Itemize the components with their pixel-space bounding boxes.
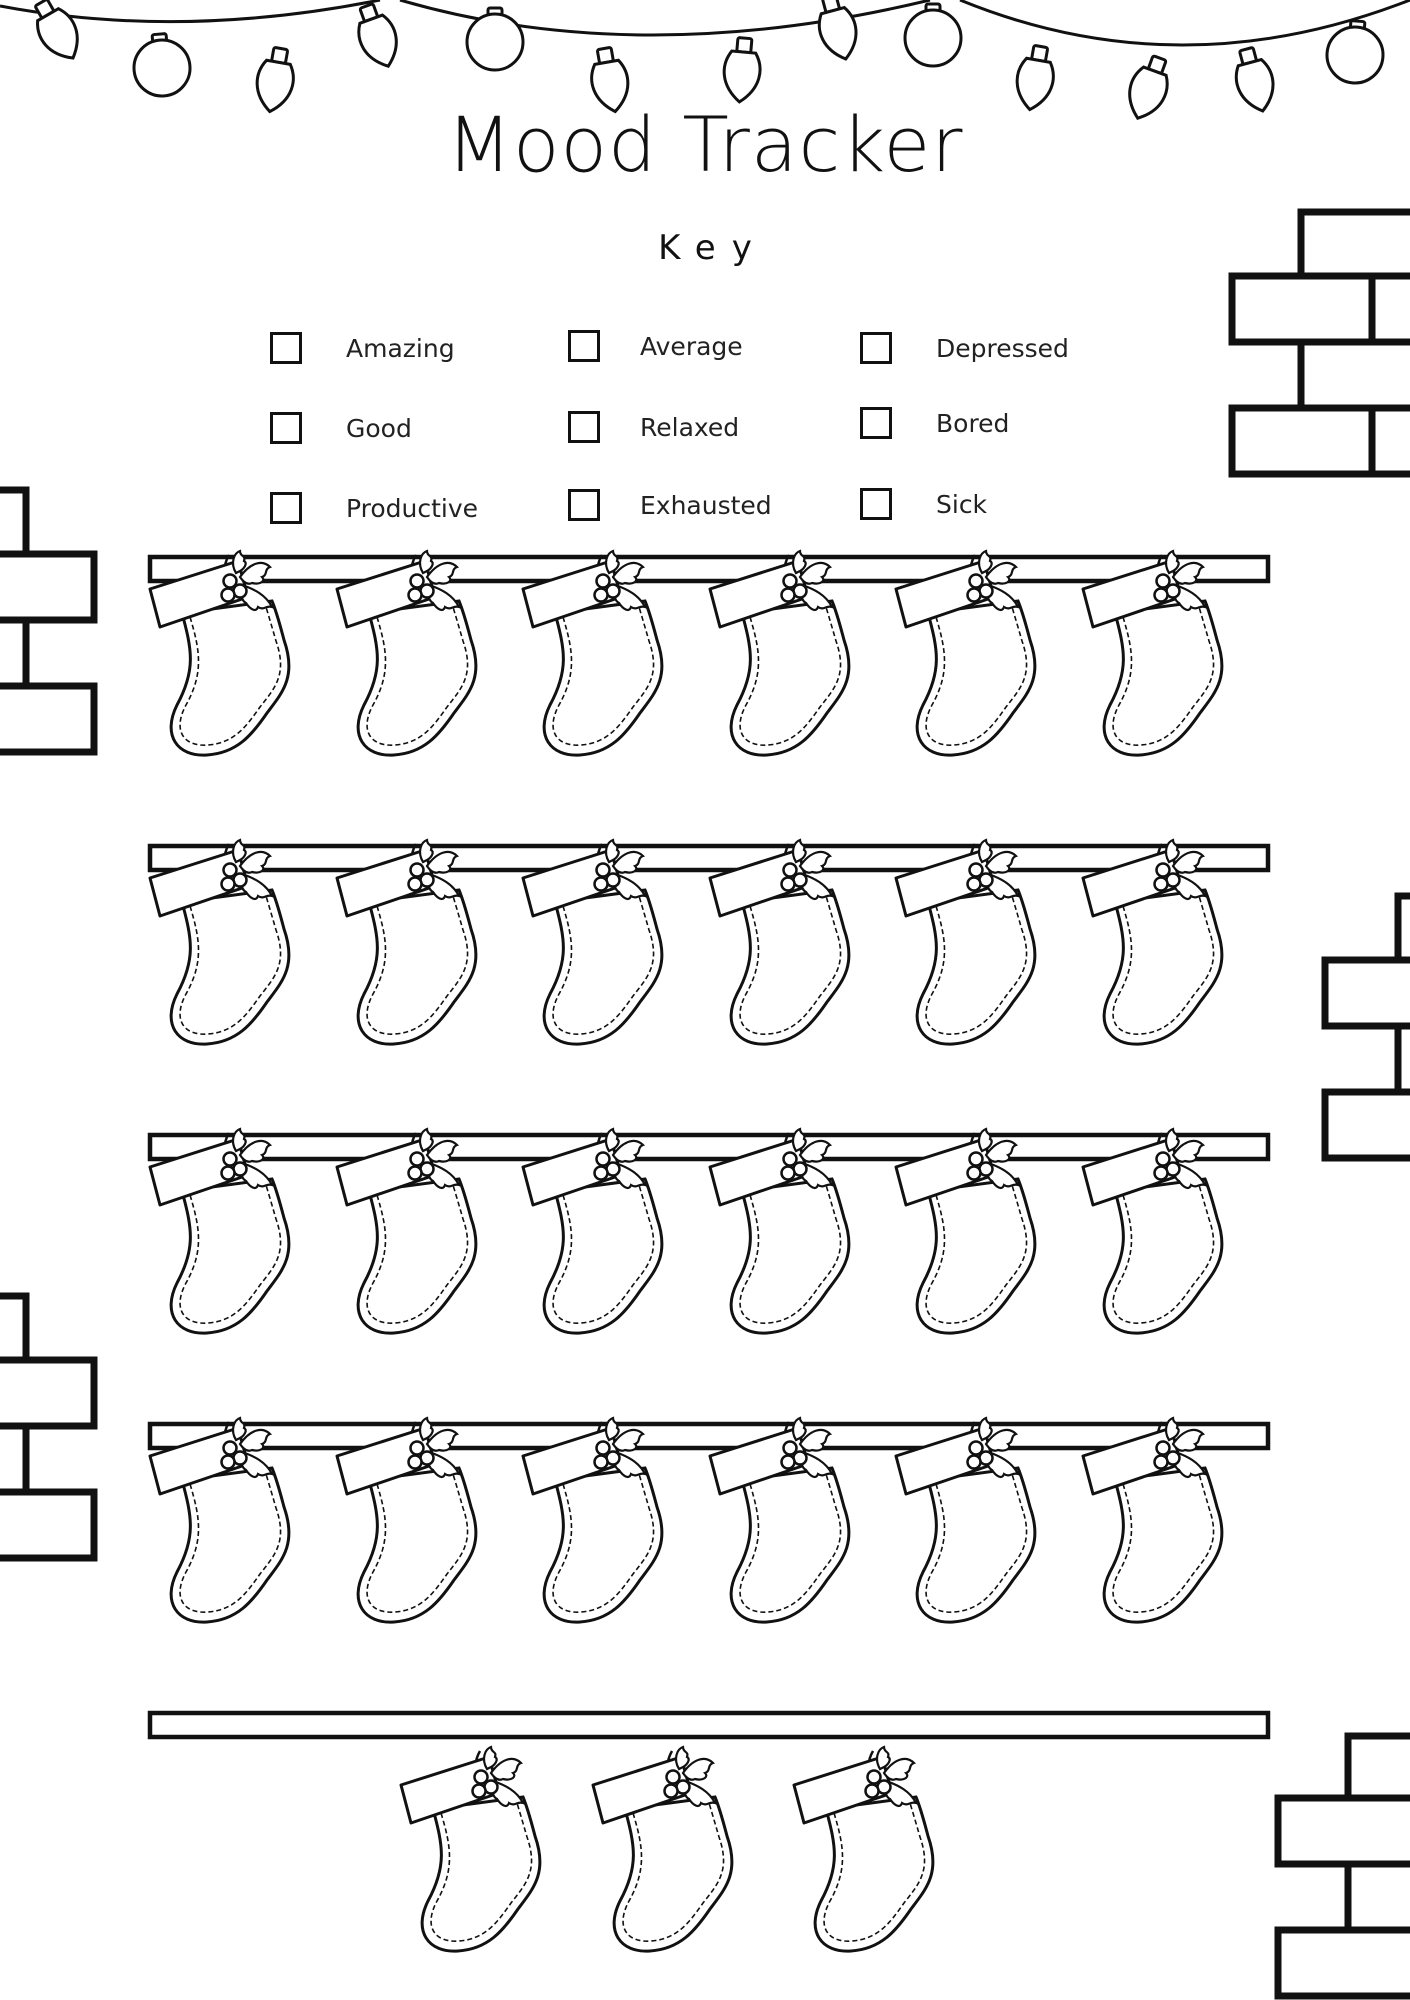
stocking-icon[interactable] [591,1745,734,1953]
checkbox-icon[interactable] [270,492,302,524]
light-bulb-icon [255,46,295,114]
stocking-icon[interactable] [708,1416,851,1624]
brick-wall-icon [0,486,98,756]
stocking-icon[interactable] [335,1416,478,1624]
stocking-icon[interactable] [1081,838,1224,1046]
stocking-icon[interactable] [335,1127,478,1335]
shelf-row [147,549,1271,757]
stocking-icon[interactable] [708,549,851,757]
stocking-icon[interactable] [335,838,478,1046]
stocking-icon[interactable] [708,838,851,1046]
key-item-exhausted[interactable]: Exhausted [568,485,772,525]
brick-wall-icon [1321,892,1410,1162]
stocking-icon[interactable] [792,1745,935,1953]
mantel-shelf [147,554,1271,584]
stocking-icon[interactable] [335,549,478,757]
key-item-average[interactable]: Average [568,326,743,366]
mantel-shelf [147,1710,1271,1740]
key-item-relaxed[interactable]: Relaxed [568,407,739,447]
stocking-icon[interactable] [894,549,1037,757]
light-bulb-icon [132,32,192,98]
key-item-sick[interactable]: Sick [860,484,987,524]
stocking-icon[interactable] [521,1127,664,1335]
light-bulb-icon [465,6,525,72]
stocking-icon[interactable] [1081,1127,1224,1335]
shelf-row [147,838,1271,1046]
stocking-icon[interactable] [708,1127,851,1335]
key-heading: Key [658,228,768,268]
checkbox-icon[interactable] [568,489,600,521]
stocking-icon[interactable] [148,549,291,757]
shelf-row [147,1127,1271,1335]
light-bulb-icon [1128,54,1169,120]
light-bulb-icon [590,46,630,114]
stocking-icon[interactable] [148,838,291,1046]
checkbox-icon[interactable] [860,407,892,439]
mantel-shelf [147,1421,1271,1451]
key-item-productive[interactable]: Productive [270,488,478,528]
light-bulb-icon [1015,44,1055,112]
light-bulb-icon [357,2,398,68]
stocking-icon[interactable] [148,1127,291,1335]
brick-wall-icon [1228,208,1410,478]
stocking-icon[interactable] [894,1416,1037,1624]
brick-wall-icon [1274,1732,1410,2000]
light-bulb-icon [34,0,79,60]
light-bulb-icon [722,36,762,104]
key-item-amazing[interactable]: Amazing [270,328,455,368]
stocking-icon[interactable] [894,1127,1037,1335]
stocking-icon[interactable] [894,838,1037,1046]
checkbox-icon[interactable] [270,412,302,444]
key-label: Average [640,331,743,361]
light-bulb-icon [817,0,858,61]
key-item-depressed[interactable]: Depressed [860,328,1069,368]
string-lights-icon [0,0,1410,120]
page-title: Mood Tracker [446,100,964,189]
key-item-good[interactable]: Good [270,408,412,448]
key-label: Amazing [346,333,455,363]
checkbox-icon[interactable] [270,332,302,364]
stocking-icon[interactable] [1081,549,1224,757]
stocking-icon[interactable] [521,838,664,1046]
shelf-row [147,1710,1271,1953]
key-label: Depressed [936,333,1069,363]
key-item-bored[interactable]: Bored [860,403,1009,443]
key-label: Exhausted [640,490,772,520]
key-label: Good [346,413,412,443]
stocking-icon[interactable] [521,1416,664,1624]
checkbox-icon[interactable] [568,411,600,443]
checkbox-icon[interactable] [860,488,892,520]
key-label: Sick [936,489,988,519]
stocking-icon[interactable] [399,1745,542,1953]
brick-wall-icon [0,1292,98,1562]
stocking-icon[interactable] [521,549,664,757]
light-bulb-icon [1325,19,1385,85]
stocking-icon[interactable] [1081,1416,1224,1624]
key-label: Relaxed [640,412,740,442]
shelf-row [147,1416,1271,1624]
key-label: Bored [936,408,1010,438]
checkbox-icon[interactable] [860,332,892,364]
mantel-shelf [147,843,1271,873]
light-bulb-icon [903,2,963,68]
stocking-icon[interactable] [148,1416,291,1624]
key-label: Productive [346,493,479,523]
mantel-shelf [147,1132,1271,1162]
light-bulb-icon [1234,46,1275,113]
checkbox-icon[interactable] [568,330,600,362]
stocking-shelves [147,549,1271,1953]
brick-walls [0,208,1410,2000]
